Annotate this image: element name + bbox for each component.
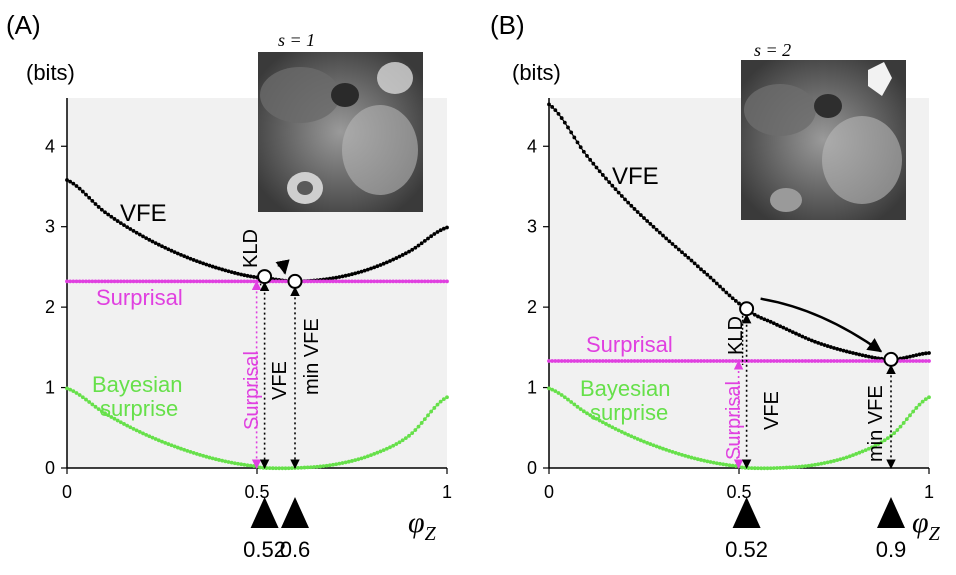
x-tick-label: 0.5: [244, 482, 269, 502]
annotations-a: 0.520.6: [243, 259, 311, 562]
y-tick-label: 0: [527, 458, 537, 478]
surprisal-label-b: Surprisal: [586, 332, 673, 357]
vfe-label-a: VFE: [120, 200, 167, 227]
marker-triangle: [250, 497, 279, 528]
surprisal-vertical-label-b: Surprisal: [723, 381, 745, 460]
vfe-vertical-label-b: VFE: [761, 391, 783, 430]
surprisal-vertical-label-a: Surprisal: [241, 351, 263, 430]
y-tick-label: 1: [527, 378, 537, 398]
min-vfe-label-b: min VFE: [865, 385, 887, 462]
state-point: [287, 273, 303, 289]
y-tick-label: 3: [45, 217, 55, 237]
curve-line: [548, 103, 930, 361]
image-caption-b: s = 2: [754, 40, 791, 60]
marker-label: 0.9: [876, 537, 907, 562]
annotations-b: 0.52 0.9: [725, 297, 907, 562]
ylabel-b: (bits): [512, 60, 561, 85]
x-tick-label: 1: [924, 482, 934, 502]
y-tick-label: 4: [45, 136, 55, 156]
xlabel-a: φZ: [408, 506, 437, 545]
surprisal-label-a: Surprisal: [96, 285, 183, 310]
marker-triangle: [281, 497, 309, 528]
bayesian-label-line1-b: Bayesian: [580, 376, 671, 401]
y-tick-label: 2: [45, 297, 55, 317]
bayesian-label-line1-a: Bayesian: [92, 372, 183, 397]
curve-line: [66, 179, 448, 282]
x-tick-label: 0: [62, 482, 72, 502]
descent-arrow: [275, 259, 290, 275]
y-axis-b: 0 1 2 3 4: [527, 98, 550, 478]
y-tick-label: 4: [527, 136, 537, 156]
kld-label-a: KLD: [240, 229, 262, 268]
marker-label: 0.52: [725, 537, 768, 562]
image-caption-a: s = 1: [278, 30, 315, 50]
state-point: [883, 351, 899, 367]
panel-label-b: (B): [490, 10, 525, 40]
panel-label-a: (A): [6, 10, 41, 40]
state-point: [257, 269, 273, 285]
photo-b: [741, 60, 906, 220]
bayesian-label-line2-b: surprise: [590, 400, 668, 425]
kld-label-b: KLD: [725, 316, 747, 355]
curve-dot: [927, 351, 931, 355]
x-tick-label: 0.5: [726, 482, 751, 502]
y-tick-label: 2: [527, 297, 537, 317]
series-surprisal: [65, 279, 449, 284]
descent-arrow: [760, 297, 883, 353]
min-vfe-label-a: min VFE: [301, 318, 323, 395]
x-tick-label: 1: [442, 482, 452, 502]
bayesian-label-line2-a: surprise: [100, 396, 178, 421]
marker-triangle: [732, 497, 761, 528]
series-surprisal: [547, 359, 931, 363]
state-point: [739, 301, 755, 317]
x-tick-label: 0: [544, 482, 554, 502]
photo-a: [258, 52, 423, 212]
marker-label: 0.52: [243, 537, 286, 562]
y-tick-label: 1: [45, 378, 55, 398]
vfe-label-b: VFE: [612, 163, 659, 190]
xlabel-b: φZ: [912, 506, 941, 545]
marker-triangle: [877, 497, 905, 528]
marker-label: 0.6: [280, 537, 311, 562]
ylabel-a: (bits): [26, 60, 75, 85]
y-tick-label: 3: [527, 217, 537, 237]
series-vfe: [547, 102, 931, 362]
vfe-vertical-label-a: VFE: [269, 361, 291, 400]
y-tick-label: 0: [45, 458, 55, 478]
y-axis-a: 0 1 2 3 4: [45, 98, 68, 478]
